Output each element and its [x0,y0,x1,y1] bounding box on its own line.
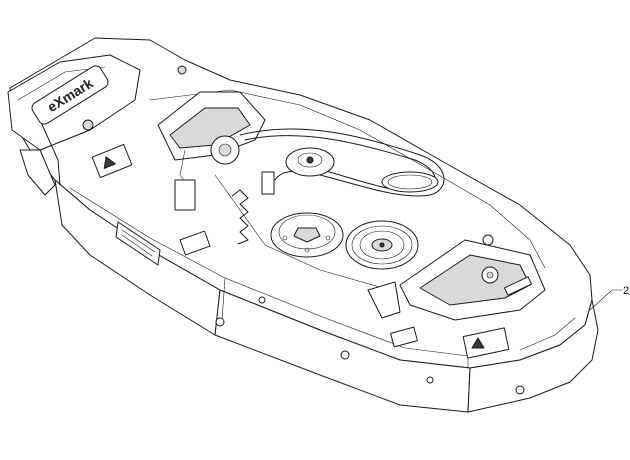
right-pulley [345,220,419,270]
tension-spring [231,171,275,245]
warning-decal-front [91,143,133,179]
callout-2: 2 [589,285,629,311]
callout-2-label: 2 [623,285,629,297]
brand-logo: eXmark [31,65,109,125]
left-spindle-cover [157,91,266,211]
deflector-bracket [367,281,401,319]
idler-pulley [285,147,335,177]
front-housing: eXmark [7,54,187,196]
center-pulley [270,212,344,258]
height-decal [179,230,211,256]
rivets [215,296,525,395]
small-decal [390,326,418,348]
side-label [115,221,161,266]
right-spindle-cover [399,234,546,321]
warning-decal-right [462,327,510,359]
